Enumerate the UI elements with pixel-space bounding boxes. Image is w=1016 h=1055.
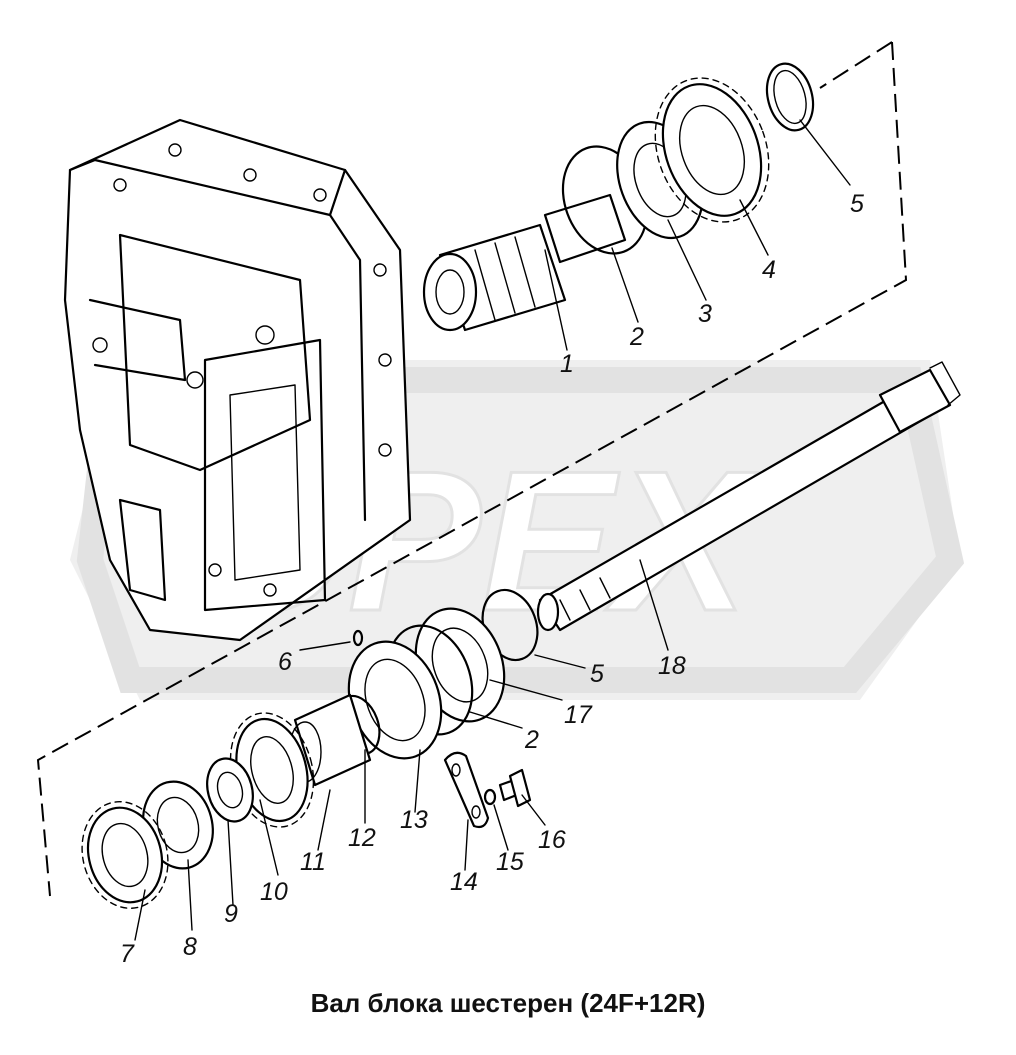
- callout-4: 4: [762, 256, 776, 284]
- callout-5-lower: 5: [590, 660, 604, 688]
- callout-7: 7: [120, 940, 134, 968]
- part-5-ring-upper: [765, 62, 815, 132]
- callout-9: 9: [224, 900, 238, 928]
- part-1-splined-sleeve: [422, 193, 627, 332]
- transmission-housing: [63, 118, 412, 642]
- callout-2-upper: 2: [630, 323, 644, 351]
- callout-15: 15: [496, 848, 524, 876]
- part-16-bolt: [498, 768, 532, 808]
- callout-2-lower: 2: [525, 726, 539, 754]
- callout-5-upper: 5: [850, 190, 864, 218]
- callout-13: 13: [400, 806, 428, 834]
- leader-lines: [134, 119, 851, 941]
- part-15-washer: [483, 788, 497, 806]
- callout-6: 6: [278, 648, 292, 676]
- callout-8: 8: [183, 933, 197, 961]
- callout-1: 1: [560, 350, 574, 378]
- part-9-bearing: [206, 757, 254, 823]
- part-7-gear: [81, 801, 169, 909]
- callout-11: 11: [300, 848, 326, 876]
- callout-17: 17: [564, 701, 592, 729]
- callout-3: 3: [698, 300, 712, 328]
- part-14-lock-plate: [443, 751, 490, 829]
- callout-10: 10: [260, 878, 288, 906]
- callout-12: 12: [348, 824, 376, 852]
- assembly-outline-dashed: [36, 41, 908, 897]
- part-4-gear: [654, 77, 770, 223]
- callout-18: 18: [658, 652, 686, 680]
- callout-16: 16: [538, 826, 566, 854]
- callout-14: 14: [450, 868, 478, 896]
- diagram-caption: Вал блока шестерен (24F+12R): [310, 988, 706, 1018]
- part-6-pin: [352, 629, 364, 647]
